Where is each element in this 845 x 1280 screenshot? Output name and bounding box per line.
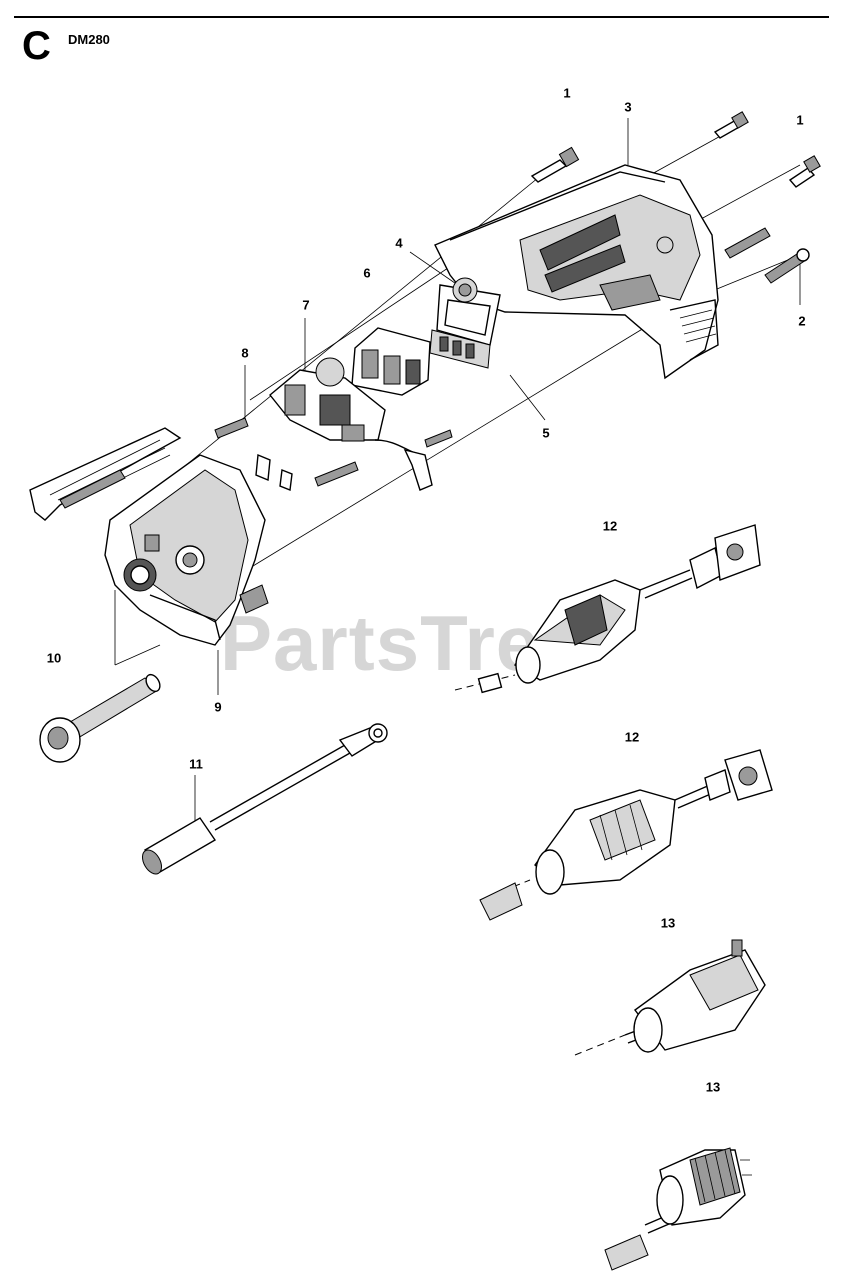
model-number: DM280 xyxy=(68,32,110,47)
screw-1-right xyxy=(788,155,821,188)
screw-2 xyxy=(764,248,810,284)
switch-assembly-7 xyxy=(269,357,433,491)
section-letter: C xyxy=(22,24,51,68)
callout-7: 7 xyxy=(302,297,310,313)
callout-1: 1 xyxy=(563,85,571,101)
housing-cover-3 xyxy=(434,164,719,380)
clip-part xyxy=(255,453,293,491)
cable-lug-11 xyxy=(142,723,388,875)
screw-1-top xyxy=(713,111,749,139)
terminal-block-5 xyxy=(429,329,491,369)
rcd-plug-12a xyxy=(454,524,761,694)
callout-13: 13 xyxy=(660,915,676,931)
callout-6: 6 xyxy=(363,265,371,281)
rcd-plug-12b xyxy=(479,749,773,921)
callout-2: 2 xyxy=(798,313,806,329)
header-rule xyxy=(14,16,829,18)
callout-12: 12 xyxy=(624,729,640,745)
handle-rail xyxy=(29,427,182,521)
plug-13a xyxy=(574,939,766,1056)
screw-2b xyxy=(724,227,771,259)
callout-5: 5 xyxy=(542,425,550,441)
screw-1-left xyxy=(530,146,580,183)
callout-11: 11 xyxy=(189,756,203,772)
small-screw-right xyxy=(424,429,453,448)
small-screw-left xyxy=(214,417,249,439)
callout-4: 4 xyxy=(395,235,403,251)
callout-3: 3 xyxy=(624,99,632,115)
callout-8: 8 xyxy=(241,345,249,361)
callout-9: 9 xyxy=(214,699,222,715)
callout-13: 13 xyxy=(705,1079,721,1095)
electronic-module-6 xyxy=(351,327,431,396)
switch-button-4 xyxy=(436,277,501,346)
callout-10: 10 xyxy=(46,650,62,666)
small-screw-middle xyxy=(314,461,359,487)
tool-10 xyxy=(39,673,161,763)
housing-base-9 xyxy=(104,454,269,646)
plug-13b xyxy=(604,1147,752,1271)
callout-1: 1 xyxy=(796,112,804,128)
callout-12: 12 xyxy=(602,518,618,534)
